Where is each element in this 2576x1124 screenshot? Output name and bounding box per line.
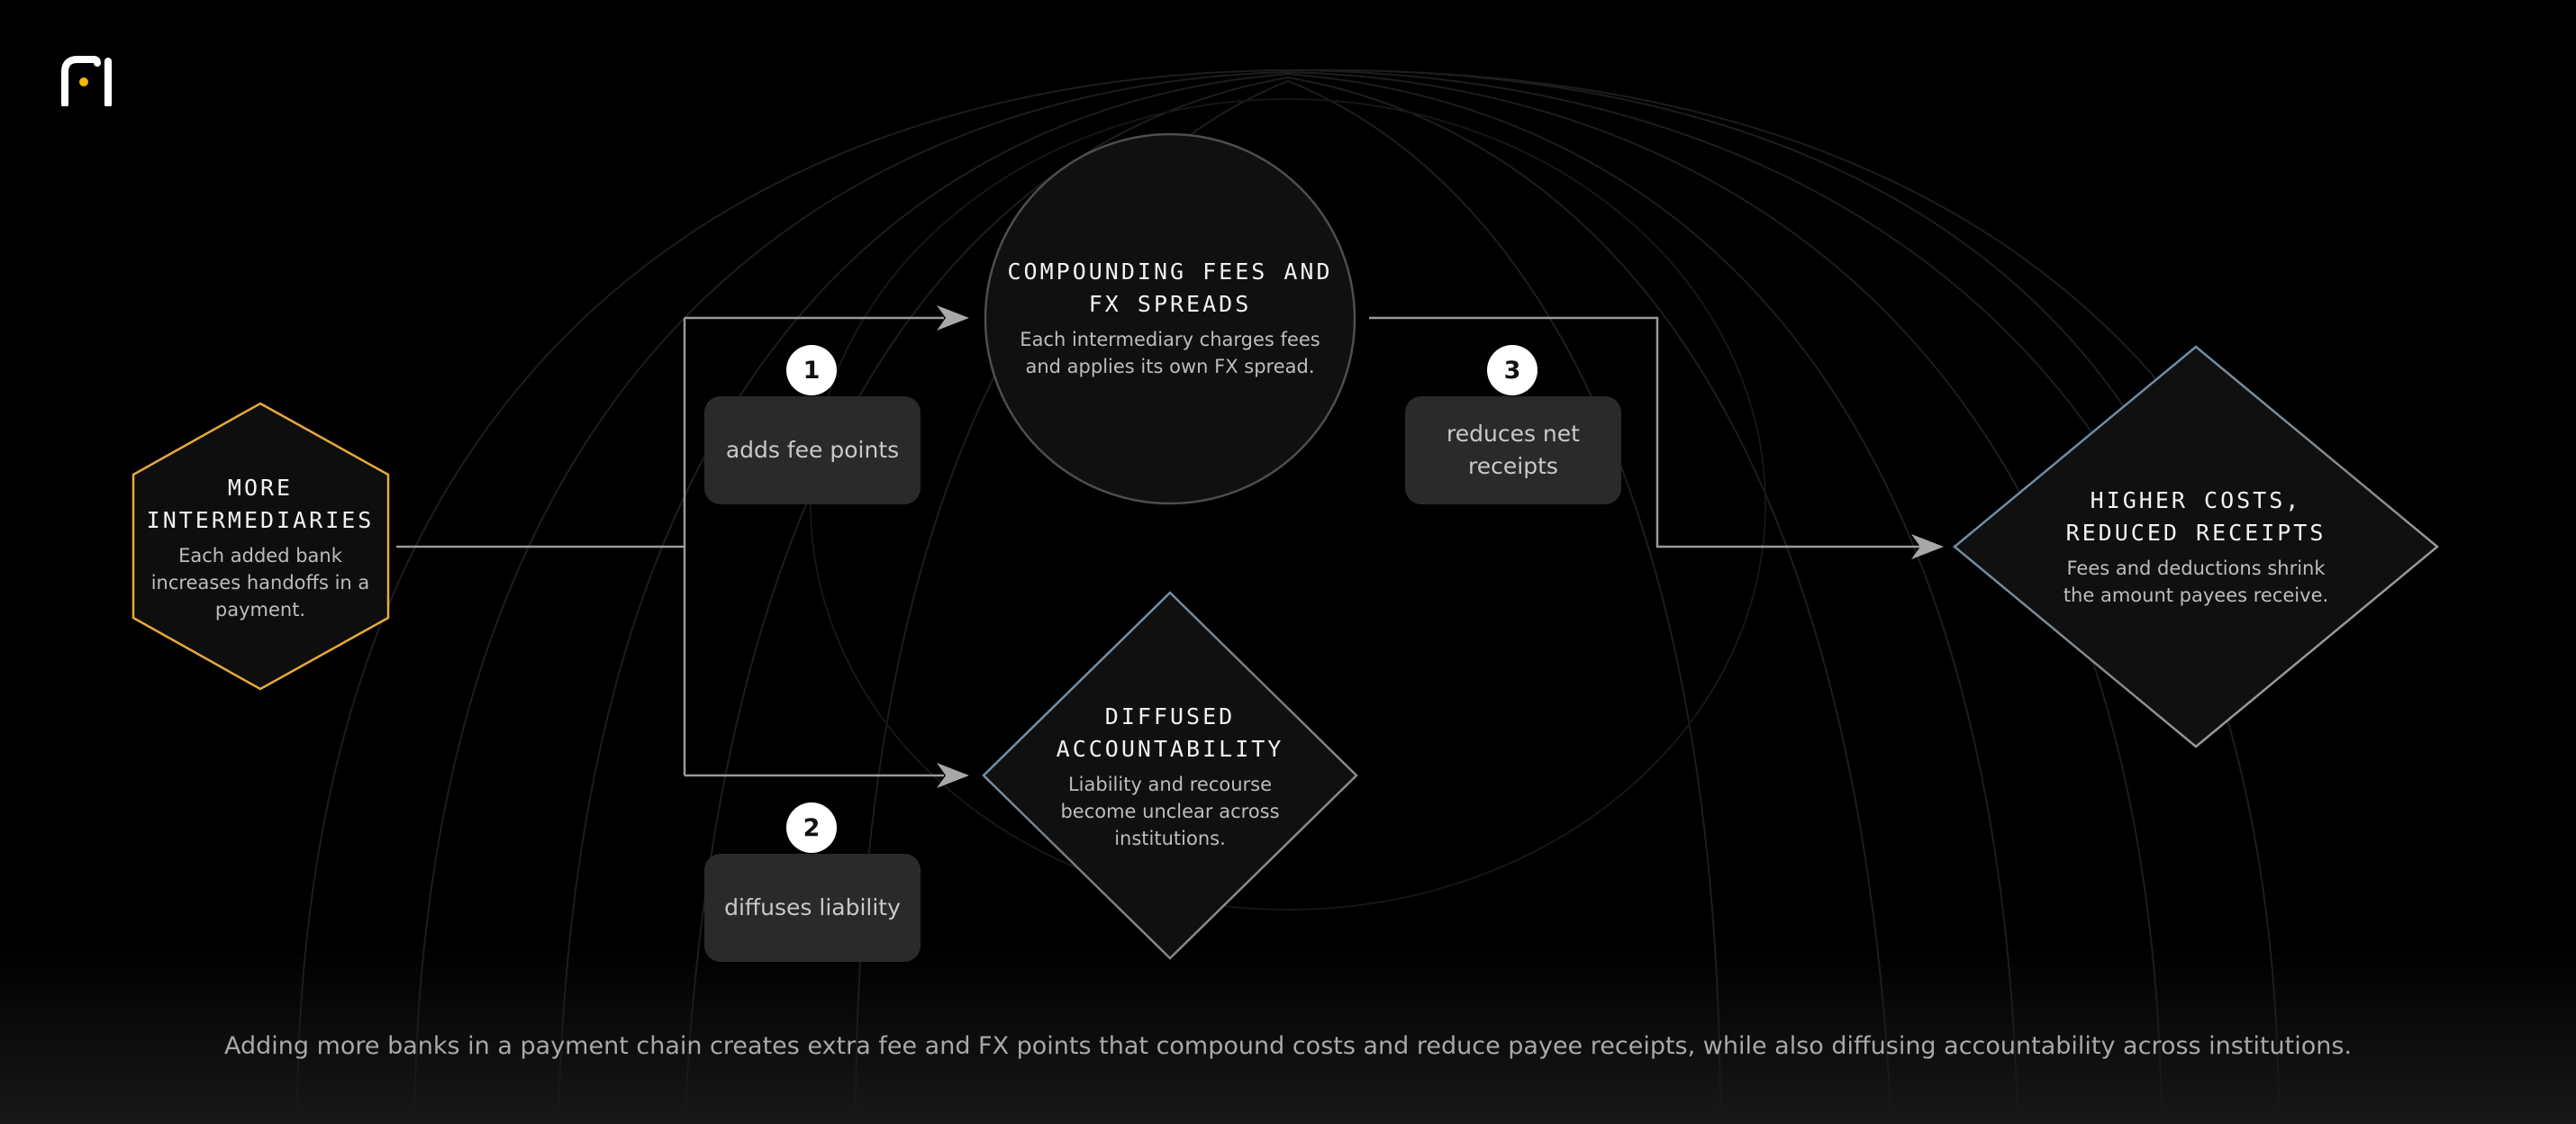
node-outcome-desc: Fees and deductions shrink the amount pa… — [2063, 557, 2329, 606]
step-3-badge: 3 — [1487, 345, 1537, 395]
node-source-title: MORE INTERMEDIARIES — [146, 475, 375, 533]
node-accountability-title: DIFFUSED ACCOUNTABILITY — [1056, 703, 1284, 762]
arrowhead-accountability — [937, 763, 969, 788]
step-1-label: adds fee points — [704, 396, 921, 504]
node-fees-desc: Each intermediary charges fees and appli… — [1020, 329, 1320, 377]
node-outcome-title: HIGHER COSTS, REDUCED RECEIPTS — [2065, 487, 2327, 546]
step-2-label: diffuses liability — [704, 854, 921, 962]
arrowheads — [937, 305, 1944, 788]
node-outcome: HIGHER COSTS, REDUCED RECEIPTS Fees and … — [2016, 485, 2376, 609]
diagram-caption: Adding more banks in a payment chain cre… — [223, 1032, 2353, 1060]
connector-fees-to-outcome — [1369, 316, 1927, 548]
connectors — [396, 316, 1927, 777]
node-source-hexagon — [132, 402, 390, 691]
node-source: MORE INTERMEDIARIES Each added bank incr… — [125, 472, 395, 623]
node-accountability-desc: Liability and recourse become unclear ac… — [1060, 774, 1280, 849]
step-3-label: reduces net receipts — [1405, 396, 1621, 504]
node-accountability: DIFFUSED ACCOUNTABILITY Liability and re… — [1008, 701, 1332, 852]
step-1-badge: 1 — [786, 345, 837, 395]
step-2-badge: 2 — [786, 802, 837, 853]
node-fees-title: COMPOUNDING FEES AND FX SPREADS — [1007, 258, 1333, 317]
logo-mark-icon — [61, 56, 112, 108]
node-fees-circle — [984, 132, 1356, 505]
logo — [59, 56, 117, 110]
node-fees: COMPOUNDING FEES AND FX SPREADS Each int… — [990, 256, 1350, 380]
arrowhead-outcome — [1911, 534, 1944, 559]
node-source-desc: Each added bank increases handoffs in a … — [150, 545, 370, 621]
arrowhead-fees — [937, 305, 969, 331]
bottom-fade — [0, 946, 2576, 1124]
node-outcome-diamond — [1953, 345, 2439, 748]
